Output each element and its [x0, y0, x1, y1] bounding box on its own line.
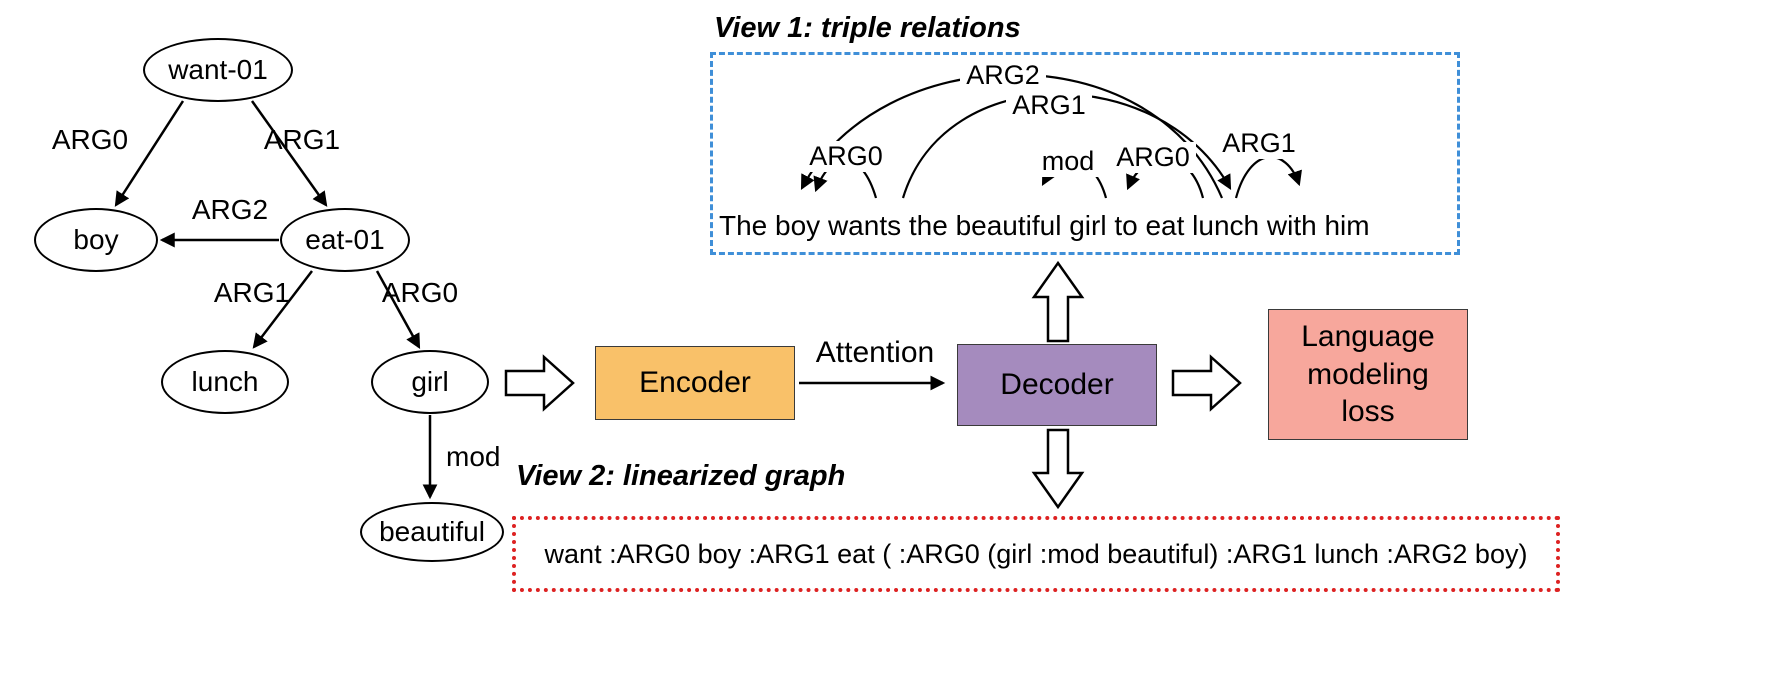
- edge-want-boy: [114, 100, 185, 207]
- edge-label-eat-lunch: ARG1: [213, 277, 291, 308]
- amr-node-beautiful: beautiful: [360, 502, 504, 562]
- attention-label: Attention: [815, 336, 935, 369]
- block-arrow-decoder-to-view1: [1031, 260, 1085, 343]
- view1-title: View 1: triple relations: [714, 12, 1021, 44]
- arc-label-arg0-right: ARG0: [1110, 142, 1196, 173]
- loss-box: Language modeling loss: [1268, 309, 1468, 440]
- view1-panel: [710, 52, 1460, 255]
- edge-label-eat-girl: ARG0: [381, 277, 459, 308]
- view1-sentence: The boy wants the beautiful girl to eat …: [719, 210, 1370, 241]
- linearized-graph-text: want :ARG0 boy :ARG1 eat ( :ARG0 (girl :…: [544, 538, 1528, 569]
- edge-label-want-boy: ARG0: [51, 124, 129, 155]
- block-arrow-decoder-to-view2: [1031, 428, 1085, 510]
- view2-title: View 2: linearized graph: [516, 460, 846, 492]
- encoder-box: Encoder: [595, 346, 795, 420]
- amr-node-eat-01: eat-01: [280, 208, 410, 272]
- edge-label-want-eat: ARG1: [263, 124, 341, 155]
- edge-label-girl-beautiful: mod: [446, 441, 501, 472]
- decoder-box: Decoder: [957, 344, 1157, 426]
- arc-label-mod: mod: [1033, 146, 1103, 177]
- edge-label-eat-boy: ARG2: [191, 194, 269, 225]
- edge-eat-lunch: [252, 270, 313, 349]
- view2-panel: want :ARG0 boy :ARG1 eat ( :ARG0 (girl :…: [512, 516, 1560, 592]
- amr-node-want-01: want-01: [143, 38, 293, 102]
- amr-node-boy: boy: [34, 208, 158, 272]
- arc-label-arg0-left: ARG0: [803, 141, 889, 172]
- amr-node-girl: girl: [371, 350, 489, 414]
- arc-arg1-eat-lunch: [1234, 156, 1302, 199]
- block-arrow-decoder-to-loss: [1171, 354, 1242, 412]
- edge-eat-girl: [375, 270, 421, 349]
- block-arrow-graph-to-encoder: [504, 354, 575, 412]
- arc-label-arg1-top: ARG1: [1006, 90, 1092, 121]
- amr-node-lunch: lunch: [161, 350, 289, 414]
- edge-want-eat: [250, 100, 328, 207]
- arc-label-arg2: ARG2: [960, 60, 1046, 91]
- arc-label-arg1-right: ARG1: [1216, 128, 1302, 159]
